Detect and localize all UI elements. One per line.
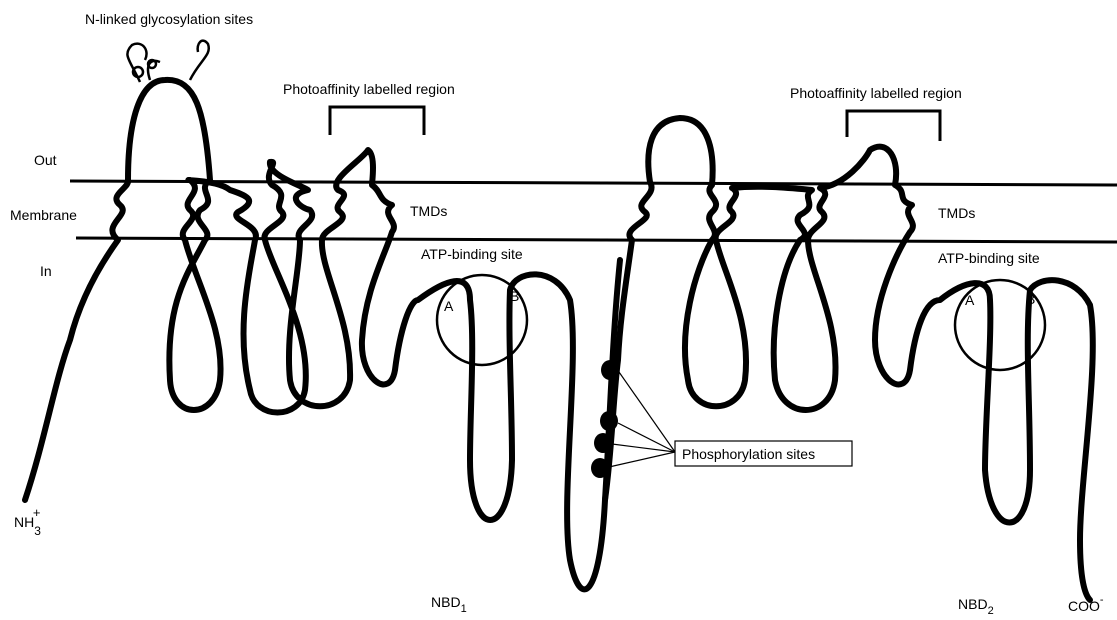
tmds-label-1: TMDs — [410, 203, 447, 219]
phosphorylation-pointer — [609, 452, 675, 467]
phosphorylation-site-dot — [600, 411, 618, 431]
phosphorylation-pointer — [618, 423, 675, 452]
glycosylation-sites — [127, 41, 208, 82]
site-b-label-2: B — [1026, 291, 1035, 307]
phosphorylation-site-dot — [591, 458, 609, 478]
protein-chain-n-half — [25, 80, 620, 589]
site-a-label-1: A — [444, 298, 454, 314]
site-b-label-1: B — [510, 288, 519, 304]
glycan-loop — [148, 61, 160, 80]
membrane-outer-line — [70, 181, 1117, 185]
glycosylation-label: N-linked glycosylation sites — [85, 11, 253, 27]
phosphorylation-label: Phosphorylation sites — [682, 446, 815, 462]
membrane-inner-line — [76, 238, 1117, 242]
phosphorylation-pointer — [619, 372, 675, 452]
photoaffinity-label-2: Photoaffinity labelled region — [790, 85, 962, 101]
nbd1-label: NBD1 — [431, 594, 467, 615]
atp-binding-label-2: ATP-binding site — [938, 250, 1040, 266]
protein-chain-c-half — [629, 118, 1092, 600]
phosphorylation-pointer — [612, 444, 675, 452]
photoaffinity-bracket-1 — [330, 107, 424, 135]
photoaffinity-label-1: Photoaffinity labelled region — [283, 81, 455, 97]
phosphorylation-site-dot — [601, 360, 619, 380]
out-label: Out — [34, 152, 57, 168]
atp-binding-label-1: ATP-binding site — [421, 246, 523, 262]
membrane-label: Membrane — [10, 207, 77, 223]
glycan-loop — [190, 41, 209, 80]
n-terminus-label: NH3+ — [14, 505, 41, 538]
phosphorylation-site-dot — [594, 433, 612, 453]
tmds-label-2: TMDs — [938, 205, 975, 221]
glycan-ring — [148, 60, 156, 68]
photoaffinity-bracket-2 — [847, 111, 940, 141]
site-a-label-2: A — [965, 292, 975, 308]
in-label: In — [40, 263, 52, 279]
nbd2-label: NBD2 — [958, 596, 994, 617]
